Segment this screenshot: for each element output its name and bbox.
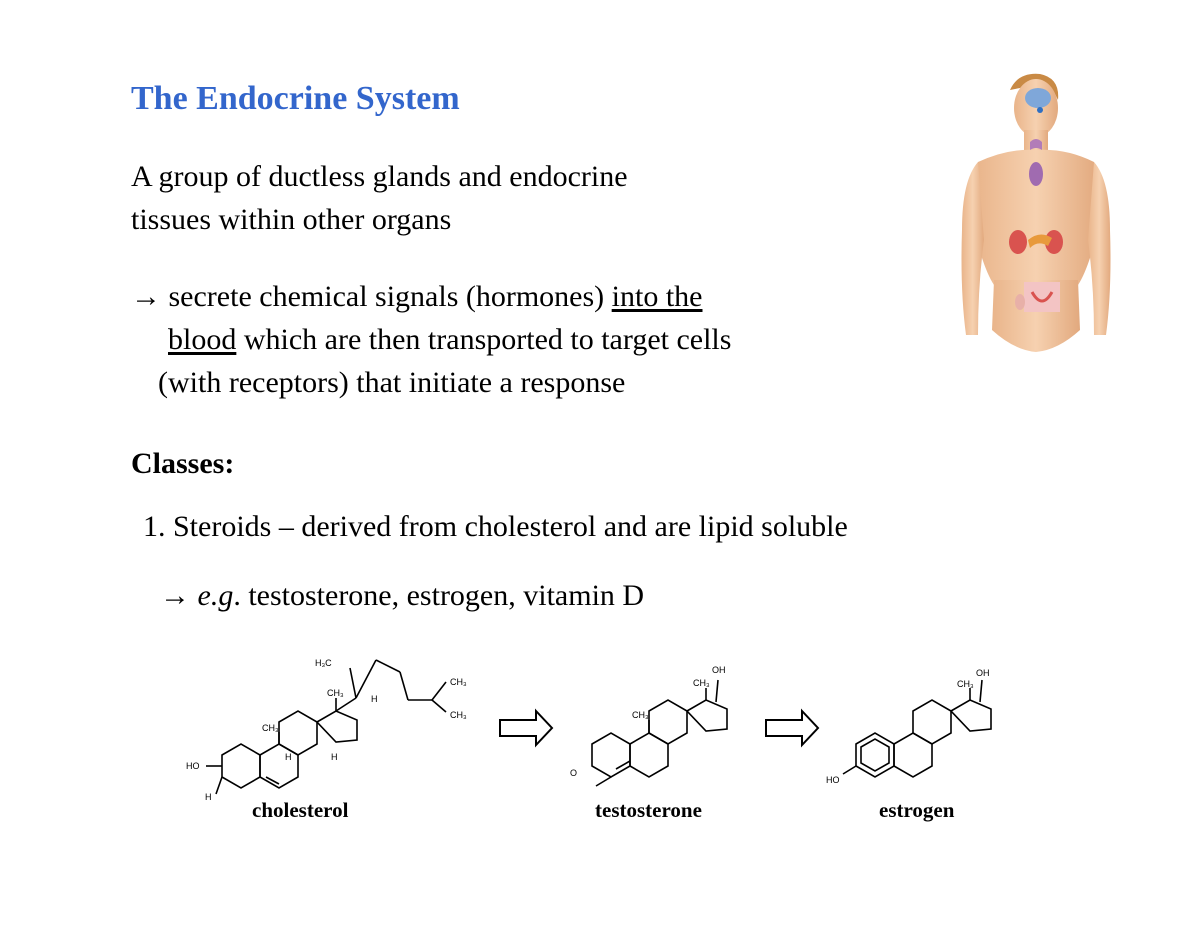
classes-heading: Classes: bbox=[131, 447, 235, 480]
testosterone-labels: O CH₃ CH₃ OH bbox=[570, 665, 726, 778]
reaction-arrow-1 bbox=[499, 708, 554, 748]
class-item-steroids: 1. Steroids – derived from cholesterol a… bbox=[143, 510, 848, 543]
chol-ch3-top: CH₃ bbox=[327, 688, 344, 698]
secretion-line-3: (with receptors) that initiate a respons… bbox=[158, 366, 626, 399]
underlined-text: into the bbox=[611, 280, 703, 313]
secretion-text: which are then transported to target cel… bbox=[236, 323, 732, 356]
test-o: O bbox=[570, 768, 577, 778]
estrogen-structure bbox=[842, 679, 992, 778]
eg-text: e.g bbox=[197, 579, 234, 612]
test-ch3-ring: CH₃ bbox=[632, 710, 649, 720]
chol-ho: HO bbox=[186, 761, 200, 771]
chol-h3c: H₃C bbox=[315, 658, 332, 668]
intro-line-1: A group of ductless glands and endocrine bbox=[131, 160, 628, 193]
example-text: . testosterone, estrogen, vitamin D bbox=[233, 579, 645, 612]
chol-ch3-side-2: CH₃ bbox=[450, 710, 467, 720]
test-oh: OH bbox=[712, 665, 726, 675]
cholesterol-labels: H₃C CH₃ CH₃ CH₃ CH₃ HO H H H H bbox=[186, 658, 467, 802]
testosterone-structure bbox=[591, 679, 728, 787]
intro-line-2: tissues within other organs bbox=[131, 203, 452, 236]
estr-ch3: CH₃ bbox=[957, 679, 974, 689]
underlined-text: blood bbox=[168, 323, 237, 356]
estr-ho: HO bbox=[826, 775, 840, 785]
chol-ch3-side-1: CH₃ bbox=[450, 677, 467, 687]
estr-oh: OH bbox=[976, 668, 990, 678]
slide-title: The Endocrine System bbox=[131, 80, 460, 117]
secretion-text: secrete chemical signals (hormones) bbox=[161, 280, 612, 313]
reaction-arrow-2 bbox=[765, 708, 820, 748]
cholesterol-structure bbox=[206, 659, 447, 795]
chol-h-3: H bbox=[331, 752, 338, 762]
chol-h-1: H bbox=[205, 792, 212, 802]
chol-h-4: H bbox=[371, 694, 378, 704]
estrogen-labels: HO CH₃ OH bbox=[826, 668, 990, 785]
arrow-icon: → bbox=[131, 280, 161, 313]
label-testosterone: testosterone bbox=[595, 798, 702, 822]
test-ch3-top: CH₃ bbox=[693, 678, 710, 688]
example-line: → e.g. testosterone, estrogen, vitamin D bbox=[160, 574, 644, 617]
chol-h-2: H bbox=[285, 752, 292, 762]
human-body-illustration bbox=[961, 73, 1111, 352]
label-cholesterol: cholesterol bbox=[252, 798, 349, 822]
chol-ch3-ring: CH₃ bbox=[262, 723, 279, 733]
secretion-line-2: blood which are then transported to targ… bbox=[168, 318, 731, 361]
arrow-icon: → bbox=[160, 579, 190, 612]
secretion-line-1: → secrete chemical signals (hormones) in… bbox=[131, 275, 703, 318]
label-estrogen: estrogen bbox=[879, 798, 955, 822]
